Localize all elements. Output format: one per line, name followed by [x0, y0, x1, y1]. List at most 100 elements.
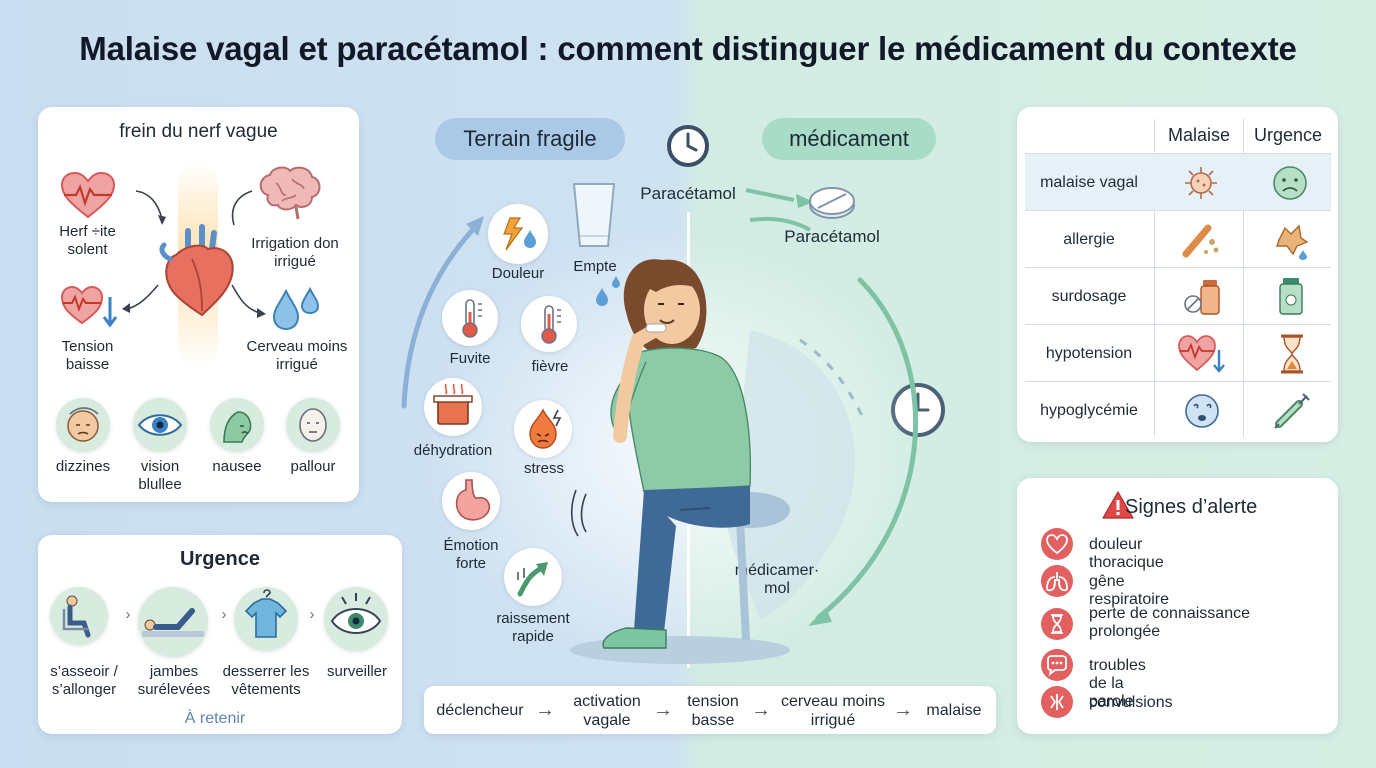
vagus-heading: frein du nerf vague: [119, 121, 278, 142]
table-row-label: surdosage: [1051, 288, 1127, 305]
flow-step: malaise: [926, 702, 982, 719]
flow-arrow: →: [751, 699, 771, 721]
cerveau-label: Cerveau moins irrigué: [246, 338, 348, 373]
factor-label: raissement rapide: [496, 610, 570, 645]
tension-icon: [60, 285, 118, 328]
drops-icon: [596, 276, 620, 306]
alert-text: perte de connaissance prolongée: [1089, 605, 1250, 640]
medicine-jar-icon: [1279, 278, 1303, 315]
urgence-footer: À retenir: [184, 710, 246, 727]
table-header: Malaise Urgence: [1025, 115, 1331, 155]
factor-label: fièvre: [531, 358, 569, 375]
stress-icon: [514, 400, 572, 458]
allergen-icon: [1182, 224, 1219, 258]
chest-pain-icon: [1041, 528, 1073, 560]
speech-bubble-icon: [1041, 649, 1073, 681]
heart-down-icon: [1178, 335, 1225, 373]
alert-card: Signes d’alerte douleur thoracique gêne …: [1017, 478, 1338, 734]
allergen-spot-icon: [1276, 224, 1309, 260]
table-row: surdosage: [1025, 267, 1331, 324]
flow-arrow: →: [535, 699, 555, 721]
hourglass-icon: [1041, 608, 1073, 640]
alert-text: troubles de la parole: [1089, 657, 1146, 710]
symptom-label: dizzines: [55, 458, 111, 475]
vision-icon: [133, 398, 187, 452]
clock-icon: [667, 125, 709, 167]
empty-glass-icon: [572, 183, 616, 247]
urgence-arrow: ›: [125, 606, 131, 623]
irrigation-label: Irrigation don irrigué: [251, 235, 339, 270]
comparison-table: Malaise Urgence malaise vagal allergie s…: [1017, 107, 1338, 442]
paracetamol-top-label: Paracétamol: [640, 184, 736, 203]
factor-label: déhydration: [413, 442, 493, 459]
factor-label: Émotion forte: [443, 537, 499, 572]
page-title: Malaise vagal et paracétamol : comment d…: [79, 30, 1297, 67]
table-row: allergie: [1025, 210, 1331, 267]
rising-arrow-icon: [504, 548, 562, 606]
table-row: hypoglycémie: [1025, 381, 1331, 438]
table-header-cell: Urgence: [1253, 125, 1323, 145]
sad-face-icon: [1273, 166, 1307, 200]
pill-terrain-fragile: Terrain fragile: [435, 118, 625, 160]
flow-arrow: →: [653, 699, 673, 721]
table-row-label: hypoglycémie: [1040, 402, 1138, 419]
tension-label: Tension baisse: [61, 338, 114, 373]
paracetamol-pill-label: Paracétamol: [784, 227, 880, 246]
lungs-icon: [1041, 565, 1073, 597]
urgence-arrow: ›: [309, 606, 315, 623]
dehydration-icon: [424, 378, 482, 436]
factor-label: stress: [523, 460, 564, 477]
virus-icon: [1185, 167, 1217, 199]
hourglass-icon: [1281, 334, 1303, 374]
vagus-arrows: [122, 190, 266, 318]
pain-icon: [488, 204, 548, 264]
sit-icon: [50, 587, 108, 645]
anatomical-heart-icon: [159, 224, 234, 317]
flow-bar: déclencheur → activation vagale → tensio…: [424, 686, 996, 734]
flow-step: déclencheur: [436, 702, 524, 719]
flow-step: activation vagale: [573, 693, 641, 729]
warning-icon: [1102, 491, 1134, 519]
drops-icon: [272, 286, 320, 331]
pill-medicament: médicament: [762, 118, 936, 160]
vagus-card: frein du nerf vague Herf ÷ite solent Irr…: [38, 107, 359, 502]
dizzy-face-icon: [1185, 394, 1219, 428]
factor-label: Douleur: [491, 265, 545, 282]
dizziness-icon: [56, 398, 110, 452]
medicament-label: médicamer· mol: [734, 562, 820, 597]
flow-arrow: →: [893, 699, 913, 721]
heart-rate-icon: [60, 171, 116, 219]
factor-label: Empte: [573, 258, 617, 275]
thermometer-icon: [442, 290, 498, 346]
table-row-label: hypotension: [1045, 345, 1133, 362]
flow-step: cerveau moins irrigué: [780, 693, 886, 729]
brain-icon: [259, 166, 321, 220]
urgence-step: surveiller: [326, 663, 387, 680]
factor-label: Fuvite: [449, 350, 491, 367]
table-row-label: allergie: [1063, 231, 1115, 248]
nausea-icon: [210, 398, 264, 452]
loosen-clothes-icon: [234, 587, 298, 651]
alert-text: gêne respiratoire: [1089, 573, 1170, 608]
urgence-card: Urgence s’asseoir / s’allonger › jambes …: [38, 535, 402, 734]
urgence-step: desserrer les vêtements: [222, 663, 310, 698]
syringe-icon: [1274, 393, 1310, 429]
alert-heading: Signes d’alerte: [1125, 496, 1258, 518]
urgence-arrow: ›: [221, 606, 227, 623]
convulsion-icon: [1041, 686, 1073, 718]
flow-step: tension basse: [687, 693, 739, 729]
table-vline: [1154, 119, 1155, 437]
thermometer-icon: [521, 296, 577, 352]
table-row: hypotension: [1025, 324, 1331, 381]
pill-bottle-icon: [1184, 280, 1220, 315]
stomach-icon: [442, 472, 500, 530]
heart-rate-label: Herf ÷ite solent: [59, 223, 116, 258]
alert-text: douleur thoracique: [1089, 536, 1164, 571]
legs-up-icon: [138, 587, 208, 657]
alert-text: convulsions: [1089, 694, 1173, 711]
seated-person-illustration: [570, 259, 790, 664]
table-vline: [1243, 119, 1244, 437]
table-row: malaise vagal: [1025, 153, 1331, 210]
pallor-icon: [286, 398, 340, 452]
table-row-label: malaise vagal: [1040, 174, 1138, 191]
